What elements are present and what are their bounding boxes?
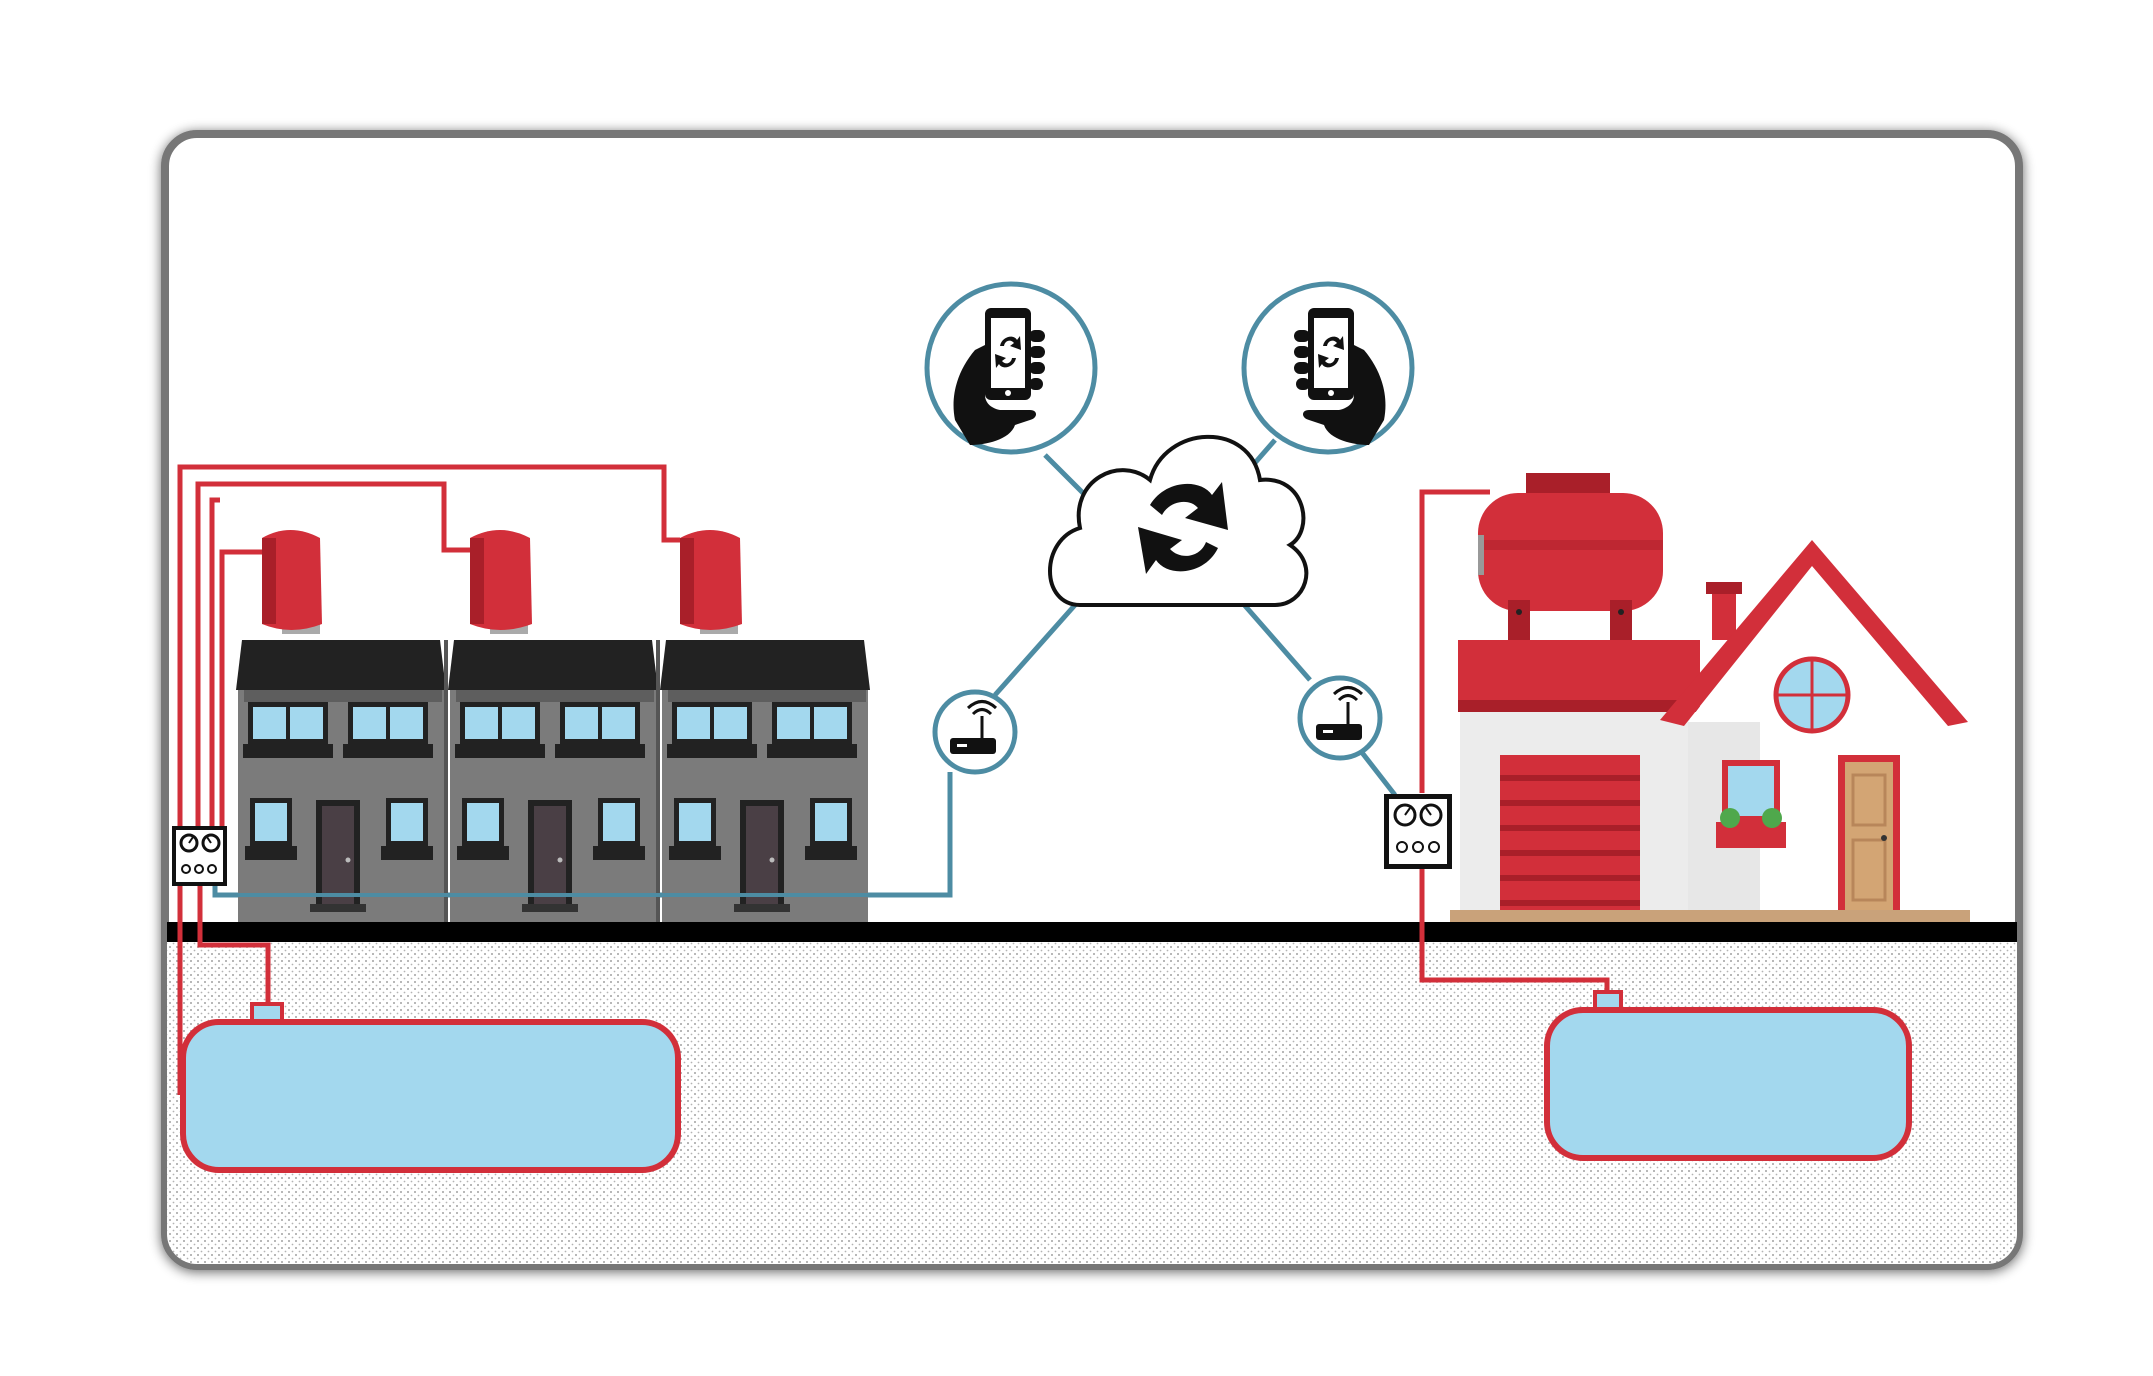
pipes — [177, 464, 1610, 1095]
house — [1450, 473, 1970, 922]
sync-arrows-icon — [1138, 482, 1228, 574]
link-gateway-right-controller — [1358, 748, 1397, 797]
gateway-right — [1297, 675, 1383, 761]
hand-phone-sync-icon — [1294, 308, 1386, 445]
pipe-left-underground — [197, 858, 271, 1008]
pipe-tank-2 — [195, 481, 470, 830]
rooftop-tank-1 — [262, 530, 322, 634]
rooftop-tank-house — [1478, 473, 1663, 640]
gateway-left — [932, 689, 1018, 775]
rooftop-tank-2 — [470, 530, 532, 634]
pipe-right-underground — [1419, 868, 1610, 995]
wifi-router-icon — [1316, 686, 1364, 740]
rooftop-tank-3 — [680, 530, 742, 634]
controller-left — [172, 826, 227, 886]
hand-phone-sync-icon — [953, 308, 1045, 445]
wifi-router-icon — [950, 700, 998, 754]
pipe-tank-3 — [177, 464, 680, 1095]
ground-line — [167, 922, 2017, 942]
link-cloud-gateway-left — [993, 603, 1077, 697]
link-cloud-phone-left — [1043, 453, 1087, 497]
pipe-right-rooftop — [1419, 489, 1490, 793]
underground-tank-right — [1544, 990, 1912, 1161]
phone-left — [924, 281, 1098, 455]
pipe-tank-1 — [209, 497, 220, 830]
terraced-houses — [236, 530, 870, 922]
underground-tank-left — [180, 1002, 681, 1173]
cloud-sync — [1048, 434, 1309, 607]
phone-right — [1241, 281, 1415, 455]
controller-right — [1384, 794, 1452, 869]
link-cloud-gateway-right — [1238, 598, 1312, 682]
